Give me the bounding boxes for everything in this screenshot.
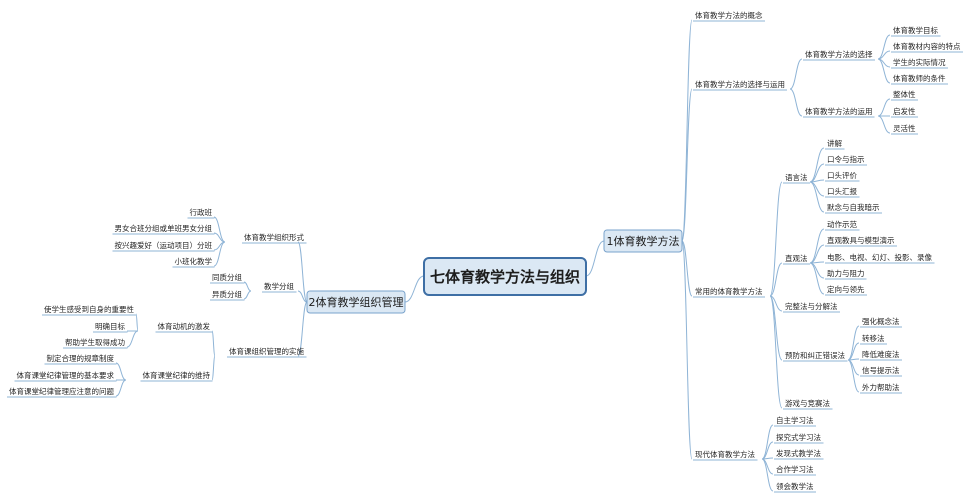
- connector-line: [297, 290, 308, 303]
- node-language-item[interactable]: 口令与指示: [827, 154, 865, 164]
- node-form-item[interactable]: 按兴趣爱好（运动项目）分班: [115, 240, 213, 250]
- connector-line: [681, 240, 693, 297]
- node-common-methods[interactable]: 常用的体育教学方法: [695, 286, 763, 296]
- node-selection-item[interactable]: 体育教材内容的特点: [893, 41, 961, 51]
- connector-line: [809, 262, 825, 279]
- branch-2-box[interactable]: [306, 290, 406, 314]
- node-error-item[interactable]: 强化概念法: [862, 316, 900, 326]
- connector-line: [297, 301, 308, 357]
- node-visual-item[interactable]: 动作示范: [827, 219, 857, 229]
- node-visual-item[interactable]: 电影、电视、幻灯、投影、录像: [827, 252, 932, 262]
- node-method-application[interactable]: 体育教学方法的运用: [805, 106, 873, 116]
- node-application-item[interactable]: 整体性: [893, 89, 916, 99]
- connector-line: [877, 58, 891, 84]
- node-visual-method[interactable]: 直观法: [785, 253, 808, 263]
- connector-line: [681, 88, 693, 242]
- node-grouping-item[interactable]: 同质分组: [212, 272, 242, 282]
- node-grouping-item[interactable]: 异质分组: [212, 289, 242, 299]
- node-visual-item[interactable]: 定向与领先: [827, 284, 865, 294]
- connector-line: [847, 359, 860, 393]
- branch-1-box[interactable]: [603, 229, 683, 253]
- node-application-item[interactable]: 灵活性: [893, 123, 916, 133]
- connector-line: [877, 98, 891, 117]
- node-modern-item[interactable]: 探究式学习法: [776, 432, 821, 442]
- connector-lines: [7, 19, 963, 493]
- branch-1-label[interactable]: 1体育教学方法: [607, 234, 680, 248]
- node-discipline-item[interactable]: 体育课堂纪律管理的基本要求: [17, 370, 115, 380]
- node-form-item[interactable]: 男女合班分组或单班男女分组: [115, 223, 213, 233]
- connector-line: [847, 325, 860, 361]
- node-language-item[interactable]: 默念与自我暗示: [827, 202, 880, 212]
- connector-line: [213, 241, 226, 267]
- node-application-item[interactable]: 启发性: [893, 106, 916, 116]
- node-language-item[interactable]: 口头汇报: [827, 186, 857, 196]
- node-visual-item[interactable]: 助力与阻力: [827, 268, 865, 278]
- node-modern-methods[interactable]: 现代体育教学方法: [695, 449, 755, 459]
- node-modern-item[interactable]: 领会教学法: [776, 481, 814, 491]
- connector-line: [243, 290, 252, 300]
- connector-line: [761, 458, 774, 492]
- node-modern-item[interactable]: 自主学习法: [776, 415, 814, 425]
- root-node-box[interactable]: [423, 257, 587, 296]
- node-game-competition-method[interactable]: 游戏与竞赛法: [785, 398, 830, 408]
- connector-line: [297, 241, 308, 303]
- node-selection-item[interactable]: 学生的实际情况: [893, 57, 946, 67]
- connector-line: [761, 424, 774, 460]
- connector-line: [585, 240, 605, 277]
- node-motivation-item[interactable]: 明确目标: [95, 321, 125, 331]
- node-language-item[interactable]: 口头评价: [827, 170, 857, 180]
- node-modern-item[interactable]: 合作学习法: [776, 464, 814, 474]
- connector-line: [681, 240, 693, 460]
- root-topic[interactable]: 七体育教学方法与组织: [430, 268, 580, 286]
- connector-line: [115, 379, 127, 397]
- node-teaching-form[interactable]: 体育教学组织形式: [244, 232, 304, 242]
- node-error-item[interactable]: 外力帮助法: [862, 382, 900, 392]
- connector-line: [211, 330, 216, 357]
- connector-line: [809, 181, 825, 213]
- node-visual-item[interactable]: 直观教具与模型演示: [827, 235, 895, 245]
- connector-line: [115, 362, 127, 381]
- connector-line: [789, 88, 803, 117]
- node-form-item[interactable]: 行政班: [190, 207, 213, 217]
- connector-line: [789, 58, 803, 90]
- node-error-item[interactable]: 信号提示法: [862, 365, 900, 375]
- node-method-concept[interactable]: 体育教学方法的概念: [695, 10, 763, 20]
- branch-2-label[interactable]: 2体育教学组织管理: [309, 295, 404, 309]
- connector-line: [769, 295, 783, 409]
- connector-line: [877, 115, 891, 134]
- connector-line: [404, 275, 425, 303]
- connector-line: [769, 181, 783, 297]
- node-language-item[interactable]: 讲解: [827, 138, 842, 148]
- node-management-implementation[interactable]: 体育课组织管理的实施: [229, 346, 304, 356]
- node-error-item[interactable]: 降低难度法: [862, 349, 900, 359]
- node-method-choice-use[interactable]: 体育教学方法的选择与运用: [695, 79, 785, 89]
- connector-line: [126, 330, 139, 348]
- node-selection-item[interactable]: 体育教学目标: [893, 25, 938, 35]
- node-error-item[interactable]: 转移法: [862, 333, 885, 343]
- node-language-method[interactable]: 语言法: [785, 172, 808, 182]
- mind-map-nodes: 七体育教学方法与组织 1体育教学方法 2体育教学组织管理 体育教学方法的概念 体…: [9, 10, 961, 491]
- node-motivation-item[interactable]: 使学生感受到自身的重要性: [44, 304, 134, 314]
- connector-line: [769, 262, 783, 297]
- node-modern-item[interactable]: 发现式教学法: [776, 448, 821, 458]
- connector-line: [211, 355, 216, 381]
- node-selection-item[interactable]: 体育教师的条件: [893, 73, 946, 83]
- node-whole-part-method[interactable]: 完整法与分解法: [785, 301, 838, 311]
- node-discipline-item[interactable]: 体育课堂纪律管理应注意的问题: [9, 386, 114, 396]
- connector-line: [681, 19, 693, 242]
- node-discipline[interactable]: 体育课堂纪律的维持: [143, 370, 211, 380]
- node-teaching-grouping[interactable]: 教学分组: [264, 281, 294, 291]
- node-discipline-item[interactable]: 制定合理的规章制度: [47, 353, 115, 363]
- node-motivation-item[interactable]: 帮助学生取得成功: [65, 337, 125, 347]
- connector-line: [809, 262, 825, 295]
- connector-line: [135, 313, 139, 332]
- connector-line: [243, 281, 252, 292]
- node-method-selection[interactable]: 体育教学方法的选择: [805, 49, 873, 59]
- node-motivation[interactable]: 体育动机的激发: [158, 321, 211, 331]
- node-error-correction-method[interactable]: 预防和纠正错误法: [785, 350, 845, 360]
- node-form-item[interactable]: 小班化教学: [175, 256, 213, 266]
